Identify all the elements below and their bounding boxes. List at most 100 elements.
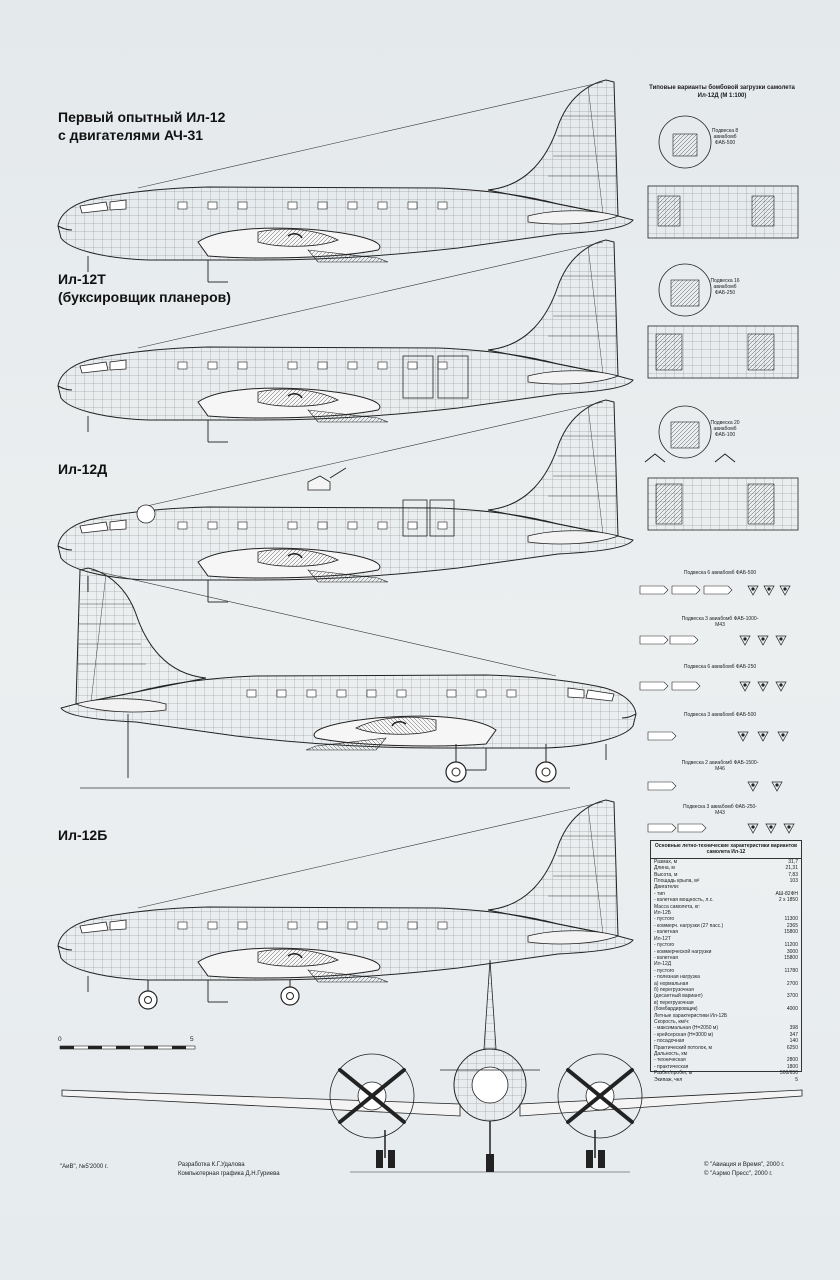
- title-prototype: Первый опытный Ил-12 с двигателями АЧ-31: [58, 109, 226, 143]
- spec-label: Летные характеристики Ил-12Б: [654, 1012, 728, 1019]
- bomb-caption: Подвеска 8 авиабомб ФАБ-500: [711, 128, 739, 146]
- spec-value: 15800: [784, 954, 798, 961]
- spec-label: - посадочная: [654, 1038, 685, 1045]
- spec-row: - максимальная (Н=2050 м)398: [651, 1025, 801, 1031]
- footer-credits-design: Разработка К.Г.Удалова: [178, 1162, 245, 1168]
- spec-label: а) нормальная: [654, 980, 689, 987]
- spec-label: - практическая: [654, 1063, 689, 1070]
- plane-view-il12d: [57, 399, 634, 603]
- spec-label: - пустого: [654, 942, 675, 949]
- spec-label: (бомбардировщик): [654, 1006, 698, 1013]
- spec-label: Площадь крыла, м²: [654, 878, 700, 885]
- spec-row: - пустого 11200: [651, 942, 801, 948]
- spec-row: Ил-12Б: [651, 910, 801, 916]
- spec-value: 31,7: [788, 858, 798, 865]
- spec-label: Разбег/пробег, м: [654, 1070, 693, 1077]
- bomb-caption: Подвеска 3 авиабомб ФАБ-250-М43: [683, 804, 757, 816]
- spec-row: - коммерч. нагрузки (27 пасс.)2365: [651, 923, 801, 929]
- spec-label: - полезная нагрузка: [654, 974, 700, 981]
- scale-end: 5: [190, 1036, 194, 1043]
- spec-label: Экипаж, чел: [654, 1076, 683, 1083]
- plane-view-il12b: [57, 799, 634, 1010]
- spec-label: - взлетная мощность, л.с.: [654, 897, 714, 904]
- spec-row: (десантный вариант) 3700: [651, 993, 801, 999]
- plane-front-view: [61, 959, 803, 1173]
- bomb-caption: Подвеска 3 авиабомб ФАБ-1000-М43: [681, 616, 759, 628]
- spec-value: 11200: [784, 942, 798, 949]
- spec-label: Ил-12Д: [654, 961, 672, 968]
- spec-row: - полезная нагрузка: [651, 974, 801, 980]
- spec-row: Ил-12Д: [651, 961, 801, 967]
- spec-label: Скорость, км/ч:: [654, 1018, 690, 1025]
- spec-label: - крейсерская (Н=3000 м): [654, 1031, 714, 1038]
- spec-value: 7,83: [788, 871, 798, 878]
- spec-table-title: Основные летно-технические характеристик…: [651, 841, 801, 859]
- spec-row: Экипаж, чел 5: [651, 1077, 801, 1083]
- spec-row: Скорость, км/ч:: [651, 1019, 801, 1025]
- bomb-caption: Подвеска 6 авиабомб ФАБ-500: [683, 570, 757, 576]
- spec-row: Длина, м 21,31: [651, 865, 801, 871]
- spec-label: Ил-12Б: [654, 910, 672, 917]
- spec-row: (бомбардировщик) 4000: [651, 1006, 801, 1012]
- bomb-caption: Подвеска 2 авиабомб ФАБ-1500-М46: [681, 760, 759, 772]
- spec-row: Площадь крыла, м² 103: [651, 878, 801, 884]
- spec-value: 398: [789, 1025, 798, 1032]
- footer-credits-graphics: Компьютерная графика Д.Н.Гуриева: [178, 1171, 280, 1177]
- bomb-load-diagrams: [639, 115, 799, 834]
- plane-view-il12t: [57, 239, 634, 443]
- spec-label: - пустого: [654, 967, 675, 974]
- spec-row: Масса самолета, кг:: [651, 904, 801, 910]
- spec-value: 15800: [784, 929, 798, 936]
- spec-label: Дальность, км: [654, 1051, 688, 1057]
- spec-value: 140: [789, 1038, 798, 1045]
- spec-row: Дальность, км: [651, 1051, 801, 1057]
- spec-label: - техническая: [654, 1057, 686, 1064]
- spec-label: Высота, м: [654, 871, 678, 878]
- spec-row: Разбег/пробег, м 500/650: [651, 1070, 801, 1076]
- spec-value: 3700: [786, 993, 798, 1000]
- spec-label: Длина, м: [654, 865, 675, 872]
- title-il12t: Ил-12Т (буксировщик планеров): [58, 271, 231, 305]
- spec-value: 500/650: [779, 1070, 798, 1077]
- plane-view-mirrored: [60, 567, 637, 783]
- bomb-loads-title: Типовые варианты бомбовой загрузки самол…: [649, 85, 795, 99]
- scale-bar: [59, 1045, 196, 1050]
- spec-value: 4000: [786, 1006, 798, 1013]
- spec-row: - пустого 11780: [651, 968, 801, 974]
- spec-label: - пустого: [654, 916, 675, 923]
- title-il12b: Ил-12Б: [58, 827, 108, 843]
- spec-label: - коммерческой нагрузки: [654, 948, 712, 955]
- spec-row: - тип АШ-82ФН: [651, 891, 801, 897]
- spec-label: Масса самолета, кг:: [654, 903, 701, 910]
- spec-row: - крейсерская (Н=3000 м)347: [651, 1032, 801, 1038]
- spec-value: 6250: [786, 1044, 798, 1051]
- spec-value: 11780: [784, 967, 798, 974]
- footer-copyright-2: © "Аэрмо Пресс", 2000 г.: [704, 1171, 773, 1177]
- spec-row: Двигатели:: [651, 884, 801, 890]
- bomb-caption: Подвеска 6 авиабомб ФАБ-250: [683, 664, 757, 670]
- spec-label: б) перегрузочная: [654, 986, 694, 993]
- spec-label: Двигатели:: [654, 884, 680, 891]
- spec-value: АШ-82ФН: [775, 890, 798, 897]
- bomb-caption: Подвеска 16 авиабомб ФАБ-250: [710, 278, 740, 296]
- spec-value: 3000: [786, 948, 798, 955]
- spec-row: в) перегрузочная: [651, 1000, 801, 1006]
- spec-value: 21,31: [785, 865, 798, 872]
- spec-value: 5: [795, 1076, 798, 1083]
- spec-label: - тип: [654, 890, 665, 897]
- title-il12d: Ил-12Д: [58, 461, 108, 477]
- spec-value: 103: [789, 878, 798, 885]
- spec-value: 11300: [784, 916, 798, 923]
- spec-label: (десантный вариант): [654, 993, 703, 1000]
- spec-row: б) перегрузочная: [651, 987, 801, 993]
- bomb-caption: Подвеска 20 авиабомб ФАБ-100: [710, 420, 740, 438]
- spec-table: Основные летно-технические характеристик…: [650, 840, 802, 1083]
